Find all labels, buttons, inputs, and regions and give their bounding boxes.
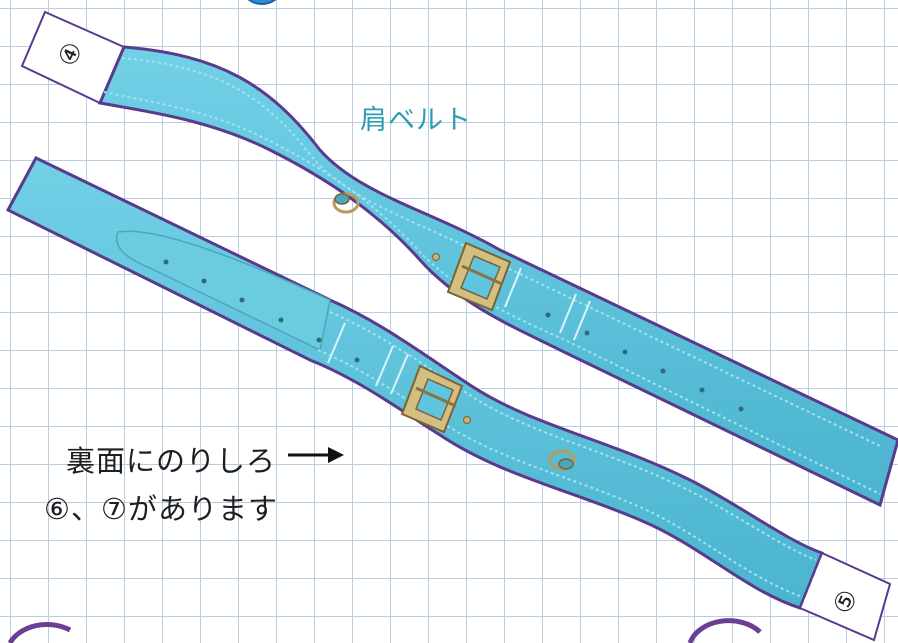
ring-icon [332, 192, 360, 214]
glue-note-line2: ⑥、⑦があります [44, 492, 278, 526]
lower-shoulder-belt [5, 156, 892, 642]
arrow-right-icon [288, 447, 344, 463]
belt-label: 肩ベルト [360, 105, 472, 136]
belt-buckle-icon [446, 241, 512, 312]
corner-arc-left [7, 622, 72, 643]
ring-icon [548, 449, 576, 471]
glue-note-line1: 裏面にのりしろ [66, 444, 277, 478]
belt-buckle-icon [400, 364, 464, 434]
tab-bottom [798, 551, 892, 642]
marker-circle-top [247, 0, 277, 5]
upper-shoulder-belt [20, 10, 898, 508]
corner-arc-right [687, 618, 762, 643]
